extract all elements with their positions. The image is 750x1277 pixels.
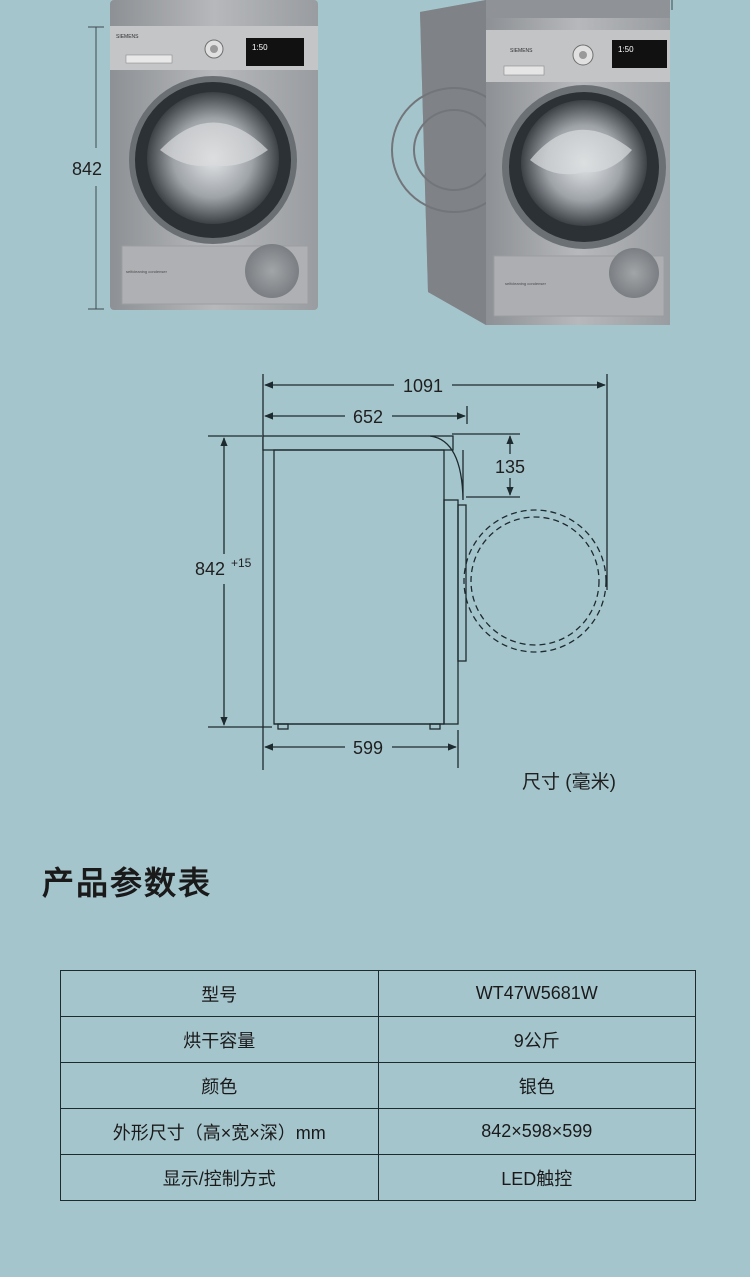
spec-label: 颜色	[60, 1062, 379, 1109]
table-row: 烘干容量 9公斤	[60, 1016, 696, 1063]
dim-top-depth: 652	[353, 407, 383, 427]
spec-value: LED触控	[377, 1154, 696, 1201]
spec-label: 烘干容量	[60, 1016, 379, 1063]
spec-value: WT47W5681W	[377, 970, 696, 1017]
angled-display: 1:50	[618, 45, 634, 54]
photo-height-indicator: 842	[72, 26, 104, 310]
section-title: 产品参数表	[42, 864, 213, 902]
dim-height-sup: +15	[231, 556, 252, 570]
front-brand-logo: SIEMENS	[116, 34, 139, 40]
dim-base-depth: 599	[353, 738, 383, 758]
dimension-diagram: 1091 652 135 842 +15 599	[195, 374, 608, 770]
angled-panel-caption: selfcleaning condenser	[505, 281, 547, 286]
angled-brand-logo: SIEMENS	[510, 48, 533, 54]
dim-total-depth: 1091	[403, 376, 443, 396]
dryer-front-photo: SIEMENS 1:50 selfcleaning condenser	[110, 0, 318, 310]
dryer-angled-photo: SIEMENS 1:50 selfcleaning condenser	[391, 0, 670, 325]
table-row: 显示/控制方式 LED触控	[60, 1154, 696, 1201]
table-row: 颜色 银色	[60, 1062, 696, 1109]
table-row: 型号 WT47W5681W	[60, 970, 696, 1017]
diagram-caption: 尺寸 (毫米)	[522, 772, 616, 793]
photo-height-label: 842	[72, 159, 102, 179]
spec-label: 外形尺寸（高×宽×深）mm	[60, 1108, 379, 1155]
spec-table: 型号 WT47W5681W 烘干容量 9公斤 颜色 银色 外形尺寸（高×宽×深）…	[60, 970, 696, 1201]
front-panel-caption: selfcleaning condenser	[126, 269, 168, 274]
spec-value: 842×598×599	[377, 1108, 696, 1155]
table-row: 外形尺寸（高×宽×深）mm 842×598×599	[60, 1108, 696, 1155]
spec-label: 型号	[60, 970, 379, 1017]
spec-value: 银色	[377, 1062, 696, 1109]
product-photos: 842 SIEMENS 1:50 selfcleaning condenser …	[72, 0, 673, 325]
spec-value: 9公斤	[377, 1016, 696, 1063]
front-display: 1:50	[252, 43, 268, 52]
spec-label: 显示/控制方式	[60, 1154, 379, 1201]
dim-height-main: 842	[195, 559, 225, 579]
dim-top-step: 135	[495, 457, 525, 477]
